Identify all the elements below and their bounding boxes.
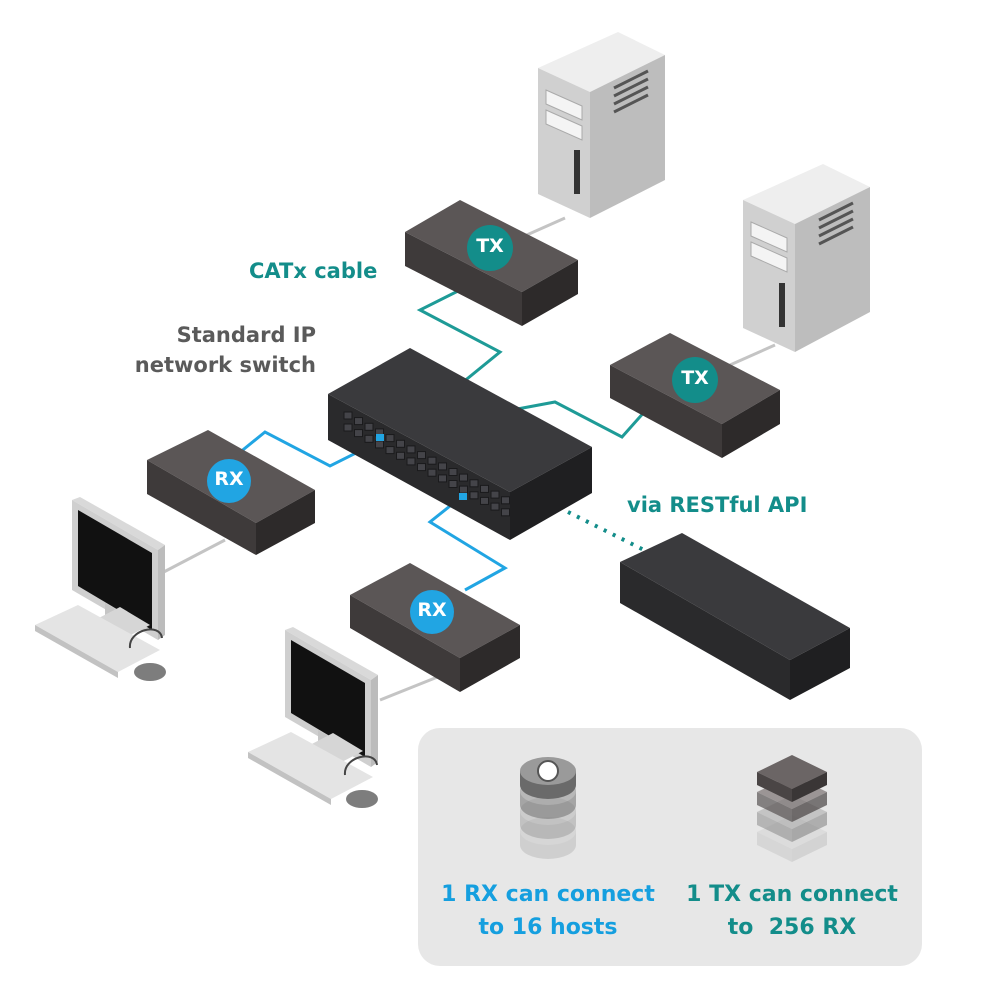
info-panel (418, 728, 922, 966)
switch-port (364, 434, 374, 443)
switch-port (469, 479, 479, 488)
management-controller (620, 533, 850, 700)
switch-label-line2: network switch (134, 353, 316, 377)
monitor-icon (72, 497, 165, 640)
switch-port (501, 496, 510, 505)
rx-badge-label: RX (417, 599, 447, 621)
rx-capacity-line1: 1 RX can connect (441, 882, 655, 907)
tx-badge-label: TX (476, 235, 504, 257)
switch-ports (343, 411, 510, 517)
active-port (459, 493, 467, 500)
switch-port (406, 457, 416, 466)
tx-capacity-line2: to 256 RX (727, 915, 857, 940)
switch-port (385, 446, 395, 455)
switch-port (354, 417, 363, 426)
switch-port (406, 445, 416, 454)
switch-port (490, 502, 500, 511)
switch-label-line1: Standard IP (176, 323, 316, 347)
switch-port (427, 456, 437, 465)
active-port (376, 434, 384, 441)
computer-tower-icon (538, 32, 665, 218)
rx-badge-label: RX (214, 468, 244, 490)
switch-port (427, 468, 437, 477)
switch-port (396, 451, 405, 460)
network-switch (328, 348, 592, 540)
switch-port (480, 496, 489, 505)
keyboard-icon (35, 605, 160, 678)
restful-api-label: via RESTful API (627, 493, 808, 517)
switch-port (343, 423, 353, 432)
switch-port (417, 463, 426, 472)
switch-port (480, 484, 489, 493)
rx-device-bottom (350, 563, 520, 692)
switch-port (364, 422, 374, 431)
switch-port (448, 468, 458, 476)
tx-capacity-line1: 1 TX can connect (686, 882, 898, 907)
switch-port (490, 490, 500, 499)
rx-capacity-line2: to 16 hosts (478, 915, 618, 940)
stacked-receivers-icon (757, 755, 827, 862)
switch-port (396, 439, 405, 448)
rx-device-left (147, 430, 315, 555)
switch-port (438, 462, 447, 471)
mouse-icon (343, 755, 378, 808)
catx-cable-label: CATx cable (249, 259, 378, 283)
tx-device-right (610, 333, 780, 458)
switch-port (459, 473, 468, 482)
switch-port (448, 480, 458, 488)
switch-port (417, 451, 426, 460)
switch-port (343, 411, 353, 420)
switch-port (501, 508, 510, 517)
tx-device-top (405, 200, 578, 326)
stacked-hosts-icon (520, 757, 576, 859)
computer-tower-icon (743, 164, 870, 352)
mouse-icon (128, 628, 166, 681)
tx-badge-label: TX (681, 367, 709, 389)
switch-port (385, 434, 395, 443)
keyboard-icon (248, 732, 373, 805)
monitor-icon (285, 627, 378, 767)
switch-port (354, 429, 363, 438)
switch-port (438, 474, 447, 483)
switch-port (469, 491, 479, 500)
